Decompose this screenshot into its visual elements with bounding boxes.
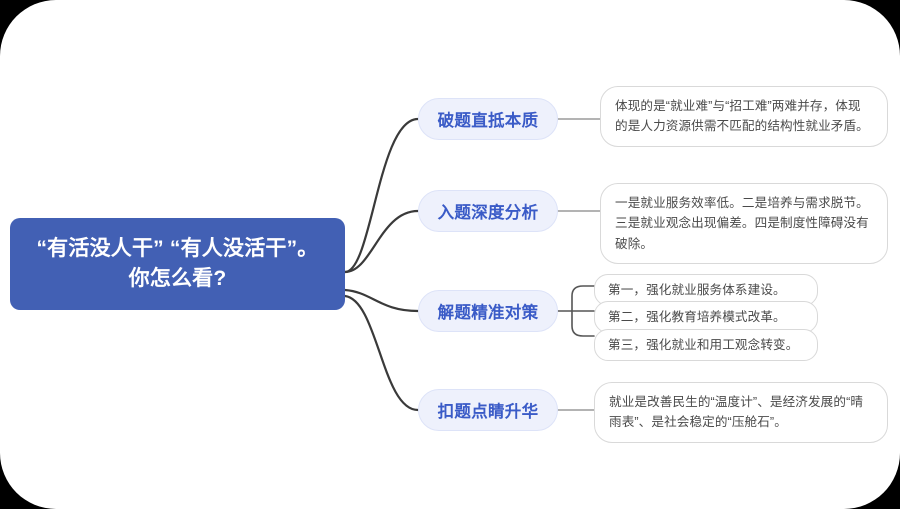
connector-branch-3-fork	[557, 285, 595, 337]
branch-node-1[interactable]: 破题直抵本质	[418, 98, 558, 140]
leaf-node-2-1[interactable]: 一是就业服务效率低。二是培养与需求脱节。三是就业观念出现偏差。四是制度性障碍没有…	[600, 183, 888, 265]
branch-node-2[interactable]: 入题深度分析	[418, 190, 558, 232]
root-node-label: “有活没人干” “有人没活干”。你怎么看?	[36, 237, 319, 290]
leaf-node-3-3[interactable]: 第三，强化就业和用工观念转变。	[594, 329, 818, 362]
branch-node-1-label: 破题直抵本质	[437, 112, 539, 130]
leaf-node-1-1-text: 体现的是“就业难”与“招工难”两难并存，体现的是人力资源供需不匹配的结构性就业矛…	[615, 99, 869, 134]
connector-root-to-branch-1	[343, 117, 420, 274]
leaf-node-2-1-text: 一是就业服务效率低。二是培养与需求脱节。三是就业观念出现偏差。四是制度性障碍没有…	[615, 196, 869, 251]
branch-node-4[interactable]: 扣题点睛升华	[418, 389, 558, 431]
leaf-node-4-1-text: 就业是改善民生的“温度计”、是经济发展的“晴雨表”、是社会稳定的“压舱石”。	[609, 395, 864, 430]
branch-node-3[interactable]: 解题精准对策	[418, 290, 558, 332]
connector-root-to-branch-3	[343, 288, 420, 313]
leaf-node-4-1[interactable]: 就业是改善民生的“温度计”、是经济发展的“晴雨表”、是社会稳定的“压舱石”。	[594, 382, 888, 443]
root-node[interactable]: “有活没人干” “有人没活干”。你怎么看?	[10, 218, 345, 310]
leaf-node-3-1-text: 第一，强化就业服务体系建设。	[608, 283, 786, 297]
branch-node-2-label: 入题深度分析	[437, 204, 539, 222]
connector-root-to-branch-2	[343, 209, 420, 274]
leaf-node-3-3-text: 第三，强化就业和用工观念转变。	[608, 338, 799, 352]
branch-node-3-label: 解题精准对策	[437, 304, 539, 322]
connector-root-to-branch-4	[343, 294, 420, 412]
leaf-node-1-1[interactable]: 体现的是“就业难”与“招工难”两难并存，体现的是人力资源供需不匹配的结构性就业矛…	[600, 86, 888, 147]
leaf-node-3-2[interactable]: 第二，强化教育培养模式改革。	[594, 301, 818, 334]
leaf-node-3-2-text: 第二，强化教育培养模式改革。	[608, 310, 786, 324]
branch-node-4-label: 扣题点睛升华	[437, 403, 539, 421]
